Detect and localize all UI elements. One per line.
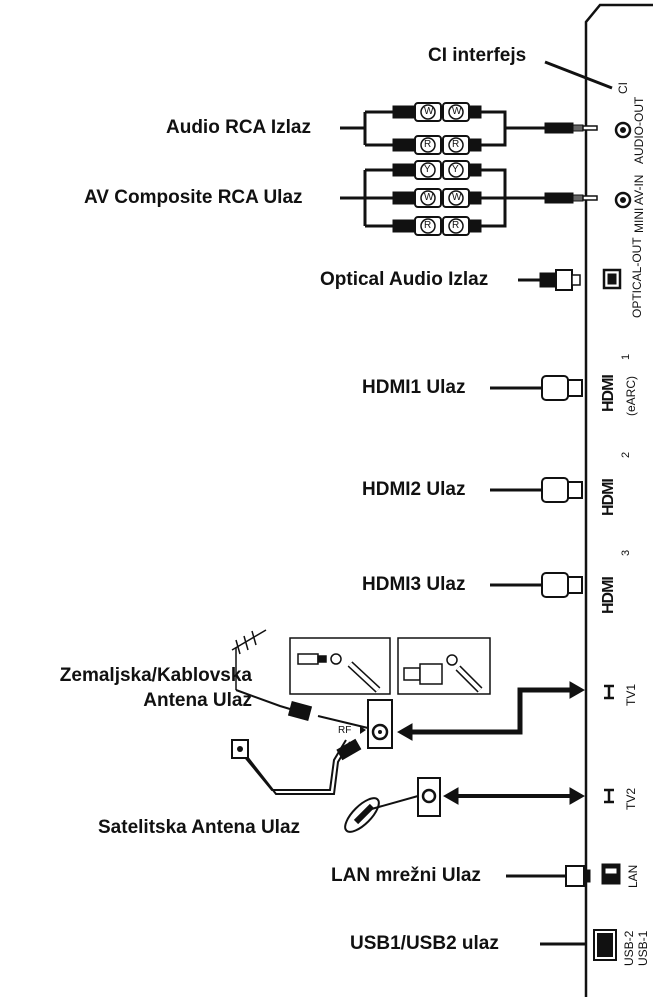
plug-letter-w: W — [452, 192, 462, 203]
lan-cable — [516, 863, 621, 887]
audio-rca-plugs — [392, 102, 632, 155]
hdmi3-cable — [490, 572, 583, 598]
label-audio-rca: Audio RCA Izlaz — [166, 117, 311, 138]
tv2-port-icon — [604, 788, 614, 804]
label-lan: LAN mrežni Ulaz — [331, 865, 481, 886]
port-usb2: USB-2 — [622, 930, 636, 966]
tv1-connection-arrow — [396, 681, 586, 741]
label-ci: CI interfejs — [428, 45, 527, 66]
tv-panel-edge — [584, 3, 653, 997]
port-audio-out: AUDIO-OUT — [632, 96, 646, 164]
port-usb1: USB-1 — [636, 930, 650, 966]
rf-arrow-icon — [360, 726, 366, 734]
label-usb: USB1/USB2 ulaz — [350, 933, 499, 954]
plug-letter-r: R — [452, 220, 460, 231]
plug-letter-w: W — [424, 192, 434, 203]
tv2-connection-arrow — [442, 787, 586, 805]
inset-left-content — [297, 653, 381, 693]
optical-cable — [518, 268, 622, 291]
port-hdmi1-earc: (eARC) — [624, 375, 638, 416]
antenna-plug — [287, 701, 313, 721]
av-composite-cable — [340, 168, 545, 228]
loop-plug — [336, 738, 362, 761]
hdmi1-logo: HDMI — [600, 375, 617, 412]
loop-cable — [243, 739, 351, 795]
port-mini-av-in: MINI AV-IN — [632, 174, 646, 233]
hdmi1-number: 1 — [620, 353, 632, 360]
inset-right-content — [403, 654, 483, 693]
hdmi2-logo: HDMI — [600, 479, 617, 516]
satellite-dish-icon — [344, 795, 419, 833]
hdmi3-number: 3 — [620, 549, 632, 556]
audio-rca-cable — [340, 110, 545, 147]
port-lan: LAN — [626, 864, 640, 888]
label-av-composite: AV Composite RCA Ulaz — [84, 187, 303, 208]
label-antenna-line2: Antena Ulaz — [143, 690, 252, 711]
rf-label: RF — [338, 725, 352, 736]
label-optical: Optical Audio Izlaz — [320, 269, 489, 290]
tv1-port-icon — [604, 684, 614, 700]
av-composite-plugs — [392, 160, 632, 236]
satellite-socket-icon — [421, 788, 437, 804]
label-satellite: Satelitska Antena Ulaz — [98, 817, 301, 838]
hdmi1-cable — [490, 375, 583, 401]
label-hdmi1: HDMI1 Ulaz — [362, 377, 466, 398]
port-optical-out: OPTICAL-OUT — [630, 237, 644, 318]
port-tv1: TV1 — [624, 683, 638, 706]
ci-pointer-line — [544, 60, 613, 90]
plug-letter-w: W — [424, 106, 434, 117]
hdmi2-number: 2 — [620, 451, 632, 458]
inset-box-left — [289, 637, 391, 695]
usb-port-icon — [593, 929, 617, 961]
label-hdmi2: HDMI2 Ulaz — [362, 479, 466, 500]
port-ci: CI — [616, 82, 630, 94]
plug-letter-y: Y — [424, 164, 431, 175]
plug-letter-r: R — [424, 220, 432, 231]
hdmi2-cable — [490, 477, 583, 503]
terrestrial-antenna-icon — [231, 629, 267, 690]
plug-letter-y: Y — [452, 164, 459, 175]
hdmi3-logo: HDMI — [600, 577, 617, 614]
port-tv2: TV2 — [624, 787, 638, 810]
label-antenna-line1: Zemaljska/Kablovska — [59, 665, 252, 686]
plug-letter-w: W — [452, 106, 462, 117]
label-hdmi3: HDMI3 Ulaz — [362, 574, 466, 595]
plug-letter-r: R — [424, 139, 432, 150]
plug-letter-r: R — [452, 139, 460, 150]
